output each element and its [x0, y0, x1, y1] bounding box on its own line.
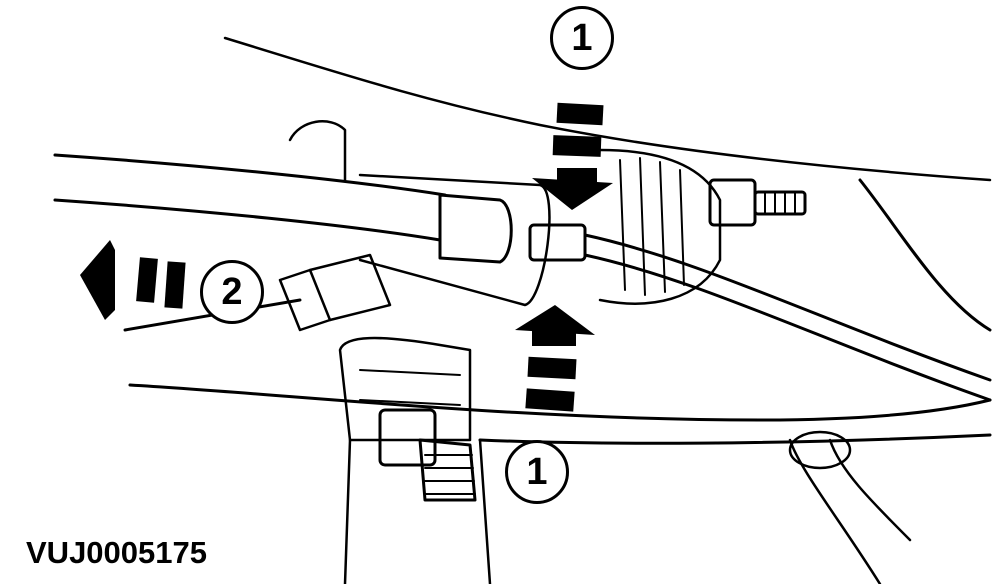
arrow-down-icon [532, 102, 613, 210]
clamp-nut [378, 408, 437, 467]
body-contour-lower [128, 383, 992, 422]
callout-1-top: 1 [550, 6, 614, 70]
callout-2-left: 2 [200, 260, 264, 324]
brake-cable-outer-bottom [53, 198, 442, 242]
bleed-nipple [708, 178, 757, 227]
lower-right-arm [788, 438, 912, 584]
caliper-housing [598, 148, 722, 305]
brake-cable-outer-top [53, 153, 447, 197]
brake-cable-inner [583, 233, 992, 382]
arrow-up-icon [515, 305, 595, 412]
figure-caption-code: VUJ0005175 [26, 535, 207, 570]
lower-clamp [338, 336, 472, 442]
cable-end-fitting [438, 193, 513, 264]
arrow-left-icon [80, 240, 186, 320]
cable-bracket [288, 120, 347, 182]
body-contour-top [223, 36, 992, 182]
body-contour-right [858, 178, 992, 332]
body-contour-bottom [478, 433, 992, 445]
clamp-stud [418, 438, 477, 502]
callout-1-bottom: 1 [505, 440, 569, 504]
